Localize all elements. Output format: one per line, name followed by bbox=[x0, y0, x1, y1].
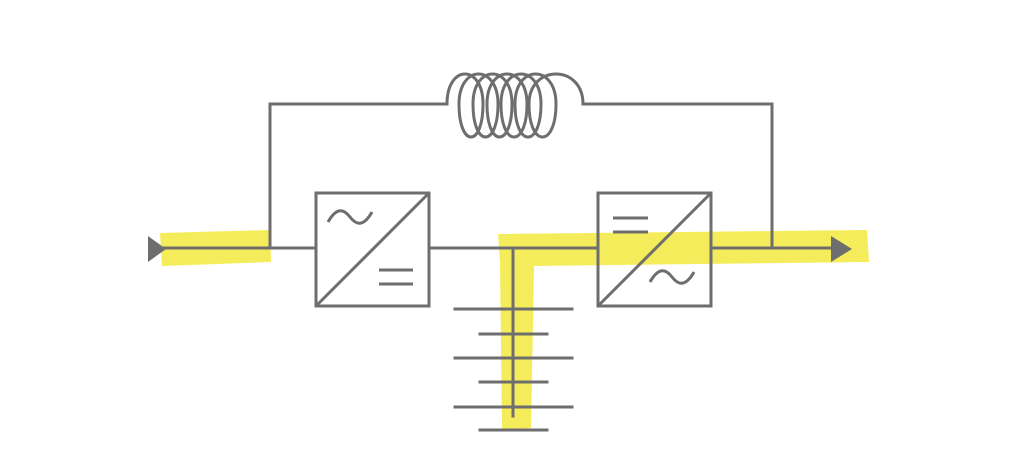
rectifier-diagonal bbox=[314, 191, 431, 308]
inverter-diagonal bbox=[596, 191, 713, 308]
output-highlight bbox=[498, 230, 869, 430]
bypass-wire bbox=[268, 102, 774, 250]
rectifier-box bbox=[314, 191, 431, 308]
bypass-inductor-coil bbox=[439, 72, 585, 139]
inverter-box bbox=[596, 191, 713, 308]
main-line bbox=[158, 246, 836, 418]
ac-sine-icon bbox=[326, 209, 374, 225]
dc-equals-icon bbox=[613, 216, 648, 234]
dc-equals-icon bbox=[379, 268, 413, 286]
ac-sine-icon bbox=[648, 269, 696, 285]
bypass-line bbox=[268, 72, 774, 250]
output-arrow-icon bbox=[831, 236, 852, 262]
rectifier-block bbox=[314, 191, 431, 308]
battery-bank bbox=[453, 307, 574, 432]
input-arrow-icon bbox=[148, 236, 166, 262]
inverter-block bbox=[596, 191, 713, 308]
